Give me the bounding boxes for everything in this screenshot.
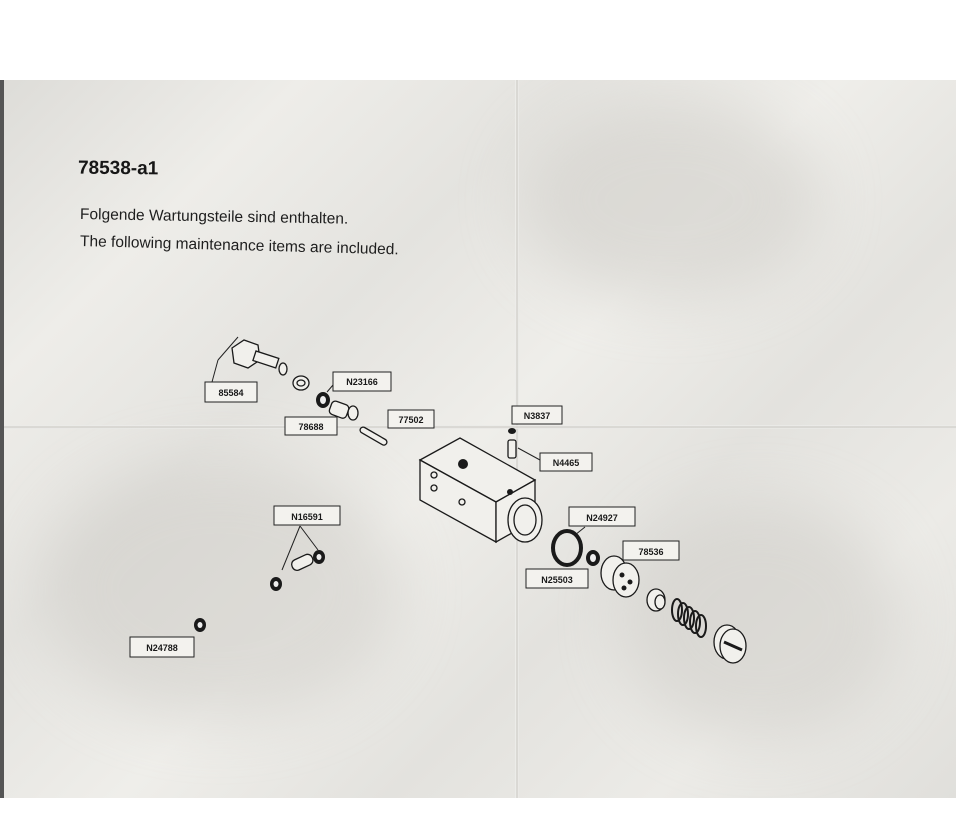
exploded-parts-diagram: 85584 N23166 78688 77502 — [129, 336, 747, 664]
part-number-85584: 85584 — [218, 388, 243, 398]
part-number-N4465: N4465 — [553, 458, 580, 468]
label-N3837: N3837 — [511, 405, 563, 425]
label-78536: 78536 — [622, 540, 680, 561]
large-o-ring-icon — [551, 529, 583, 567]
label-N23166: N23166 — [332, 371, 392, 392]
part-number-78688: 78688 — [298, 422, 323, 432]
part-number-N25503: N25503 — [541, 575, 573, 585]
label-77502: 77502 — [387, 409, 435, 429]
part-number-N16591: N16591 — [291, 512, 323, 522]
part-78536-piston — [600, 555, 640, 598]
label-N24788: N24788 — [129, 636, 195, 658]
part-number-N23166: N23166 — [346, 377, 378, 387]
label-78688: 78688 — [284, 416, 338, 436]
pin-icon — [359, 426, 388, 446]
small-ball-icon — [508, 428, 516, 434]
spring-icon — [671, 598, 707, 638]
horizontal-fold — [0, 425, 956, 429]
part-number-78536: 78536 — [638, 547, 663, 557]
part-number-N24788: N24788 — [146, 643, 178, 653]
part-number-N3837: N3837 — [524, 411, 551, 421]
sheet-edge — [0, 80, 4, 798]
label-N4465: N4465 — [539, 452, 593, 472]
main-body-block — [418, 437, 543, 544]
label-N24927: N24927 — [568, 506, 636, 527]
label-N25503: N25503 — [525, 568, 589, 589]
part-85584-fitting — [211, 336, 288, 383]
set-screw-icon — [507, 439, 517, 459]
part-number-N24927: N24927 — [586, 513, 618, 523]
part-78688-bushing — [328, 400, 359, 421]
plug-icon — [290, 553, 314, 571]
label-N16591: N16591 — [273, 505, 341, 526]
maintenance-sheet: 78538-a1 Folgende Wartungsteile sind ent… — [0, 80, 956, 798]
label-85584: 85584 — [204, 381, 258, 403]
cap-screw-icon — [713, 624, 747, 664]
part-number-77502: 77502 — [398, 415, 423, 425]
vertical-fold — [515, 80, 519, 798]
